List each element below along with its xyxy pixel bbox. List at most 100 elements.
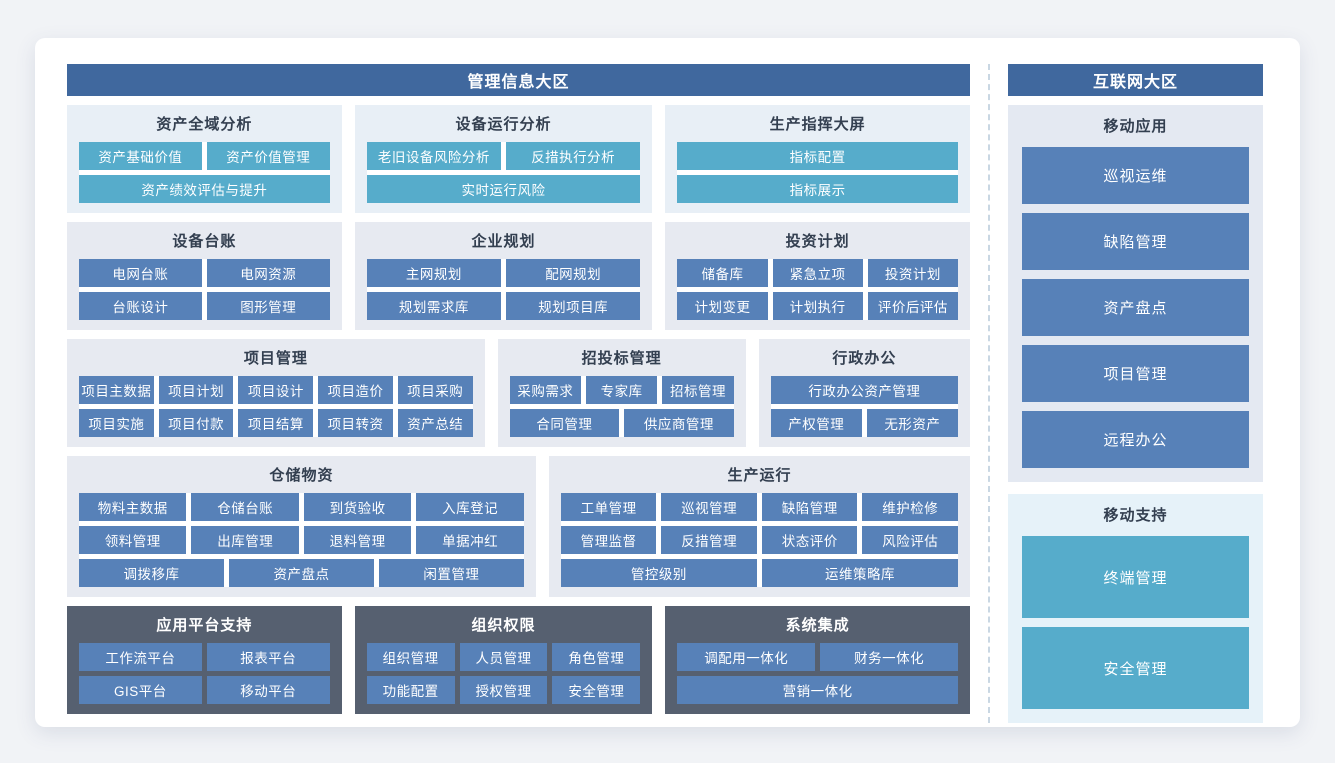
module-button[interactable]: 供应商管理 xyxy=(624,409,734,437)
module-button[interactable]: 状态评价 xyxy=(761,526,858,554)
module-button[interactable]: 仓储台账 xyxy=(191,493,299,521)
panel-button-grid: 行政办公资产管理产权管理无形资产 xyxy=(770,376,959,437)
module-button[interactable]: 项目转资 xyxy=(318,409,393,437)
module-button[interactable]: 角色管理 xyxy=(552,643,641,671)
module-button[interactable]: 工单管理 xyxy=(560,493,657,521)
module-button[interactable]: 台账设计 xyxy=(79,292,202,320)
module-button[interactable]: 产权管理 xyxy=(770,409,862,437)
panel-row: 资产全域分析资产基础价值资产价值管理资产绩效评估与提升设备运行分析老旧设备风险分… xyxy=(67,105,970,213)
module-button[interactable]: 反措执行分析 xyxy=(506,142,641,170)
panel-button-grid: 物料主数据仓储台账到货验收入库登记领料管理出库管理退料管理单据冲红调拨移库资产盘… xyxy=(79,493,524,587)
module-button[interactable]: 指标配置 xyxy=(677,142,958,170)
module-button[interactable]: 出库管理 xyxy=(191,526,299,554)
module-button[interactable]: 缺陷管理 xyxy=(1022,213,1249,270)
module-button[interactable]: 资产盘点 xyxy=(228,559,374,587)
left-zone-body: 资产全域分析资产基础价值资产价值管理资产绩效评估与提升设备运行分析老旧设备风险分… xyxy=(67,105,970,714)
module-button[interactable]: 项目设计 xyxy=(238,376,314,404)
button-row: 台账设计图形管理 xyxy=(79,292,330,320)
module-button[interactable]: 移动平台 xyxy=(206,676,330,704)
module-button[interactable]: 项目计划 xyxy=(158,376,234,404)
module-button[interactable]: 项目造价 xyxy=(318,376,393,404)
module-button[interactable]: 入库登记 xyxy=(416,493,524,521)
module-button[interactable]: 项目结算 xyxy=(238,409,314,437)
module-button[interactable]: 缺陷管理 xyxy=(761,493,858,521)
module-button[interactable]: 无形资产 xyxy=(866,409,959,437)
module-button[interactable]: 组织管理 xyxy=(366,643,455,671)
side-button-column: 巡视运维缺陷管理资产盘点项目管理远程办公 xyxy=(1022,147,1249,468)
module-button[interactable]: 实时运行风险 xyxy=(366,175,641,203)
module-button[interactable]: 行政办公资产管理 xyxy=(770,376,958,404)
module-button[interactable]: GIS平台 xyxy=(79,676,202,704)
module-button[interactable]: 资产基础价值 xyxy=(79,142,202,170)
module-button[interactable]: 配网规划 xyxy=(506,259,641,287)
module-button[interactable]: 工作流平台 xyxy=(79,643,202,671)
module-panel: 设备运行分析老旧设备风险分析反措执行分析实时运行风险 xyxy=(354,105,653,213)
button-row: 老旧设备风险分析反措执行分析 xyxy=(366,142,641,170)
module-button[interactable]: 老旧设备风险分析 xyxy=(366,142,502,170)
module-button[interactable]: 安全管理 xyxy=(552,676,641,704)
module-button[interactable]: 招标管理 xyxy=(662,376,734,404)
module-button[interactable]: 电网资源 xyxy=(206,259,330,287)
panel-button-grid: 采购需求专家库招标管理合同管理供应商管理 xyxy=(509,376,734,437)
module-button[interactable]: 功能配置 xyxy=(366,676,455,704)
module-button[interactable]: 计划执行 xyxy=(772,292,863,320)
module-button[interactable]: 终端管理 xyxy=(1022,536,1249,618)
module-button[interactable]: 项目实施 xyxy=(79,409,154,437)
module-button[interactable]: 报表平台 xyxy=(206,643,330,671)
module-button[interactable]: 资产盘点 xyxy=(1022,279,1249,336)
module-button[interactable]: 投资计划 xyxy=(867,259,958,287)
module-button[interactable]: 主网规划 xyxy=(366,259,502,287)
module-button[interactable]: 规划项目库 xyxy=(506,292,641,320)
button-row: 主网规划配网规划 xyxy=(366,259,641,287)
module-button[interactable]: 单据冲红 xyxy=(416,526,524,554)
module-button[interactable]: 项目付款 xyxy=(158,409,234,437)
module-button[interactable]: 授权管理 xyxy=(459,676,548,704)
button-row: 管控级别运维策略库 xyxy=(560,559,959,587)
zones-container: 管理信息大区 资产全域分析资产基础价值资产价值管理资产绩效评估与提升设备运行分析… xyxy=(67,64,1268,723)
module-button[interactable]: 退料管理 xyxy=(303,526,412,554)
module-button[interactable]: 资产价值管理 xyxy=(206,142,330,170)
module-button[interactable]: 合同管理 xyxy=(509,409,620,437)
module-button[interactable]: 资产绩效评估与提升 xyxy=(79,175,330,203)
module-button[interactable]: 项目主数据 xyxy=(79,376,154,404)
module-button[interactable]: 紧急立项 xyxy=(772,259,863,287)
module-button[interactable]: 物料主数据 xyxy=(79,493,187,521)
module-button[interactable]: 巡视运维 xyxy=(1022,147,1249,204)
module-button[interactable]: 维护检修 xyxy=(862,493,959,521)
module-button[interactable]: 图形管理 xyxy=(206,292,330,320)
module-button[interactable]: 项目采购 xyxy=(397,376,473,404)
module-button[interactable]: 管理监督 xyxy=(560,526,657,554)
module-button[interactable]: 到货验收 xyxy=(303,493,412,521)
button-row: 合同管理供应商管理 xyxy=(509,409,734,437)
module-button[interactable]: 财务一体化 xyxy=(820,643,958,671)
button-row: GIS平台移动平台 xyxy=(79,676,330,704)
module-button[interactable]: 指标展示 xyxy=(677,175,958,203)
panel-button-grid: 组织管理人员管理角色管理功能配置授权管理安全管理 xyxy=(366,643,641,704)
module-button[interactable]: 资产总结 xyxy=(397,409,473,437)
module-button[interactable]: 项目管理 xyxy=(1022,345,1249,402)
button-row: 指标展示 xyxy=(677,175,958,203)
module-button[interactable]: 规划需求库 xyxy=(366,292,502,320)
button-row: 项目主数据项目计划项目设计项目造价项目采购 xyxy=(79,376,473,404)
module-button[interactable]: 管控级别 xyxy=(560,559,757,587)
module-button[interactable]: 远程办公 xyxy=(1022,411,1249,468)
module-button[interactable]: 反措管理 xyxy=(661,526,757,554)
module-button[interactable]: 安全管理 xyxy=(1022,627,1249,709)
module-button[interactable]: 闲置管理 xyxy=(378,559,524,587)
module-panel: 投资计划储备库紧急立项投资计划计划变更计划执行评价后评估 xyxy=(665,222,970,330)
module-button[interactable]: 调配用一体化 xyxy=(677,643,816,671)
module-button[interactable]: 电网台账 xyxy=(79,259,202,287)
module-button[interactable]: 营销一体化 xyxy=(677,676,958,704)
module-button[interactable]: 风险评估 xyxy=(862,526,959,554)
module-button[interactable]: 评价后评估 xyxy=(867,292,958,320)
module-button[interactable]: 领料管理 xyxy=(79,526,187,554)
panel-title: 系统集成 xyxy=(785,617,850,634)
module-button[interactable]: 专家库 xyxy=(586,376,658,404)
module-button[interactable]: 储备库 xyxy=(677,259,768,287)
module-button[interactable]: 巡视管理 xyxy=(661,493,757,521)
module-button[interactable]: 调拨移库 xyxy=(79,559,224,587)
module-button[interactable]: 人员管理 xyxy=(459,643,548,671)
module-button[interactable]: 采购需求 xyxy=(509,376,581,404)
module-button[interactable]: 计划变更 xyxy=(677,292,768,320)
module-button[interactable]: 运维策略库 xyxy=(761,559,959,587)
